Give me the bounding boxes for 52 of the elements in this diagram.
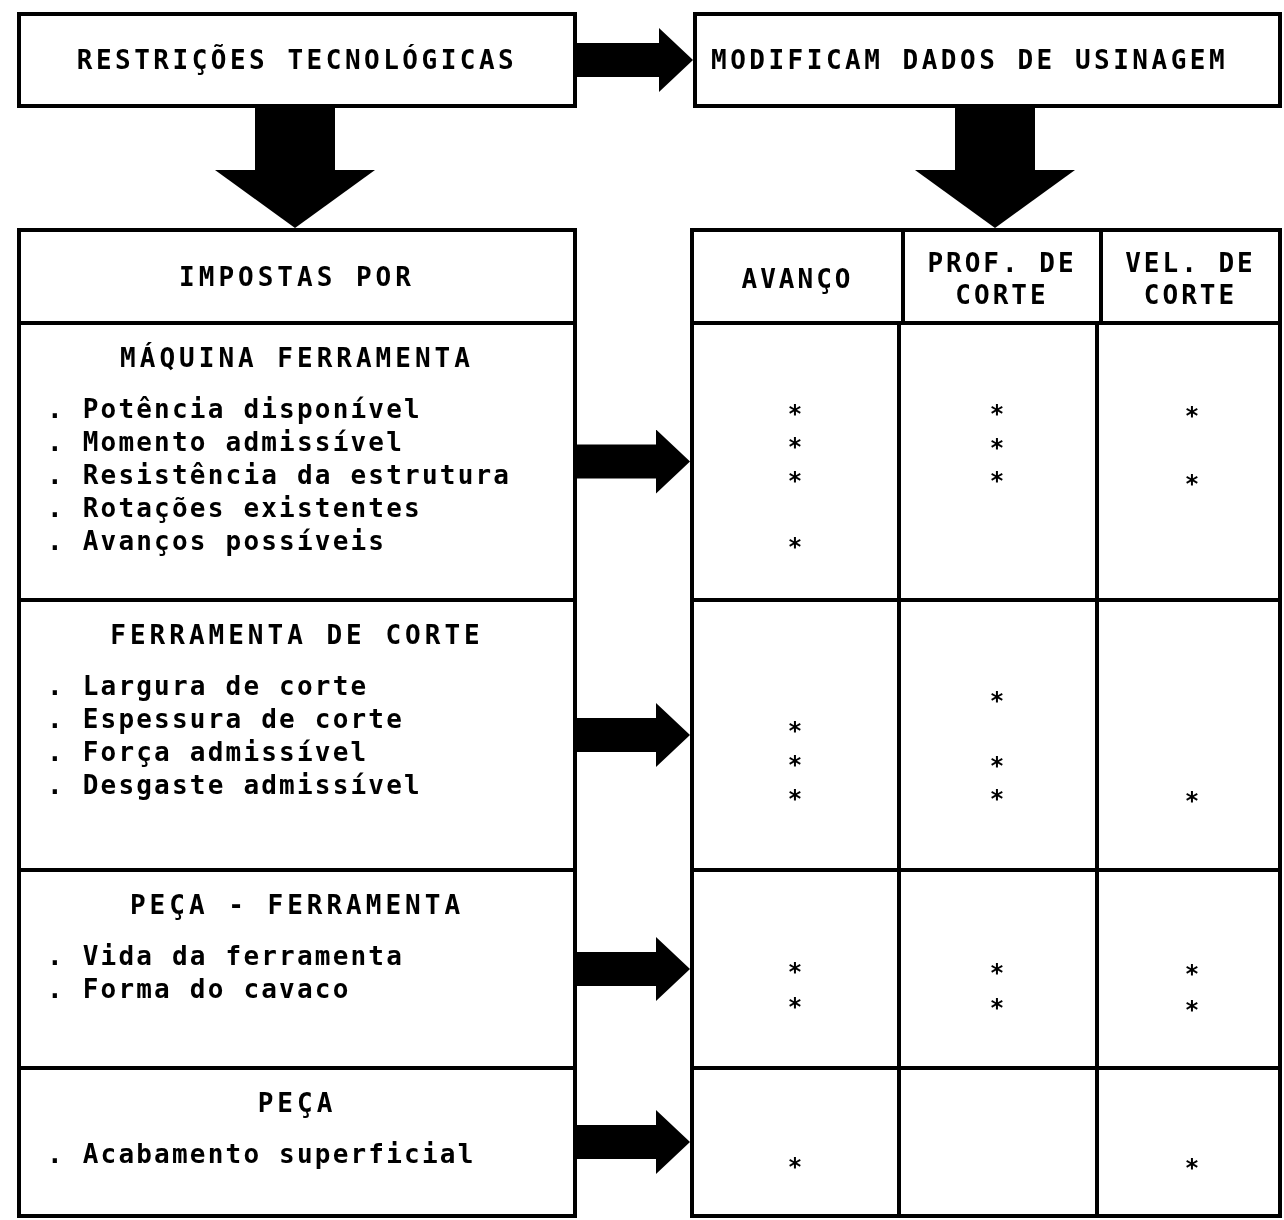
asterisk-mark: * <box>1183 404 1201 428</box>
asterisk-mark: * <box>988 436 1006 460</box>
block-arrow <box>577 937 690 1001</box>
block-arrow <box>215 108 375 228</box>
asterisk-mark: * <box>1183 962 1201 986</box>
asterisk-mark: * <box>786 1155 804 1179</box>
section-heading: PEÇA - FERRAMENTA <box>128 890 466 920</box>
asterisk-mark: * <box>1183 472 1201 496</box>
asterisk-mark: * <box>786 753 804 777</box>
block-arrow <box>577 703 690 767</box>
section-heading: PEÇA <box>256 1088 338 1118</box>
asterisk-mark: * <box>1183 998 1201 1022</box>
asterisk-mark: * <box>988 754 1006 778</box>
asterisk-mark: * <box>786 787 804 811</box>
list-item: . Espessura de corte <box>47 703 405 735</box>
list-item: . Largura de corte <box>47 670 369 702</box>
section-heading: FERRAMENTA DE CORTE <box>109 620 485 650</box>
heading-box: RESTRIÇÕES TECNOLÓGICAS <box>17 12 577 108</box>
data-table <box>690 228 1282 1218</box>
list-item: . Potência disponível <box>47 393 422 425</box>
section-heading: MÁQUINA FERRAMENTA <box>119 343 475 373</box>
list-item: . Rotações existentes <box>47 492 422 524</box>
asterisk-mark: * <box>988 402 1006 426</box>
asterisk-mark: * <box>1183 1156 1201 1180</box>
asterisk-mark: * <box>1183 789 1201 813</box>
list-item: . Avanços possíveis <box>47 525 387 557</box>
asterisk-mark: * <box>786 402 804 426</box>
list-item: . Momento admissível <box>47 426 405 458</box>
asterisk-mark: * <box>988 961 1006 985</box>
asterisk-mark: * <box>786 960 804 984</box>
list-item: . Forma do cavaco <box>47 973 351 1005</box>
asterisk-mark: * <box>786 535 804 559</box>
asterisk-mark: * <box>988 996 1006 1020</box>
asterisk-mark: * <box>988 787 1006 811</box>
list-item: . Resistência da estrutura <box>47 459 512 491</box>
heading-box: MODIFICAM DADOS DE USINAGEM <box>693 12 1282 108</box>
list-item: . Vida da ferramenta <box>47 940 405 972</box>
block-arrow <box>915 108 1075 228</box>
asterisk-mark: * <box>988 469 1006 493</box>
asterisk-mark: * <box>988 689 1006 713</box>
list-item: . Força admissível <box>47 736 369 768</box>
block-arrow <box>577 429 690 494</box>
panel-heading: IMPOSTAS POR <box>178 262 416 292</box>
list-item: . Desgaste admissível <box>47 769 422 801</box>
asterisk-mark: * <box>786 719 804 743</box>
asterisk-mark: * <box>786 435 804 459</box>
asterisk-mark: * <box>786 995 804 1019</box>
list-item: . Acabamento superficial <box>47 1138 476 1170</box>
constraints-panel <box>17 228 577 1218</box>
block-arrow <box>577 28 693 92</box>
block-arrow <box>577 1110 690 1174</box>
asterisk-mark: * <box>786 469 804 493</box>
